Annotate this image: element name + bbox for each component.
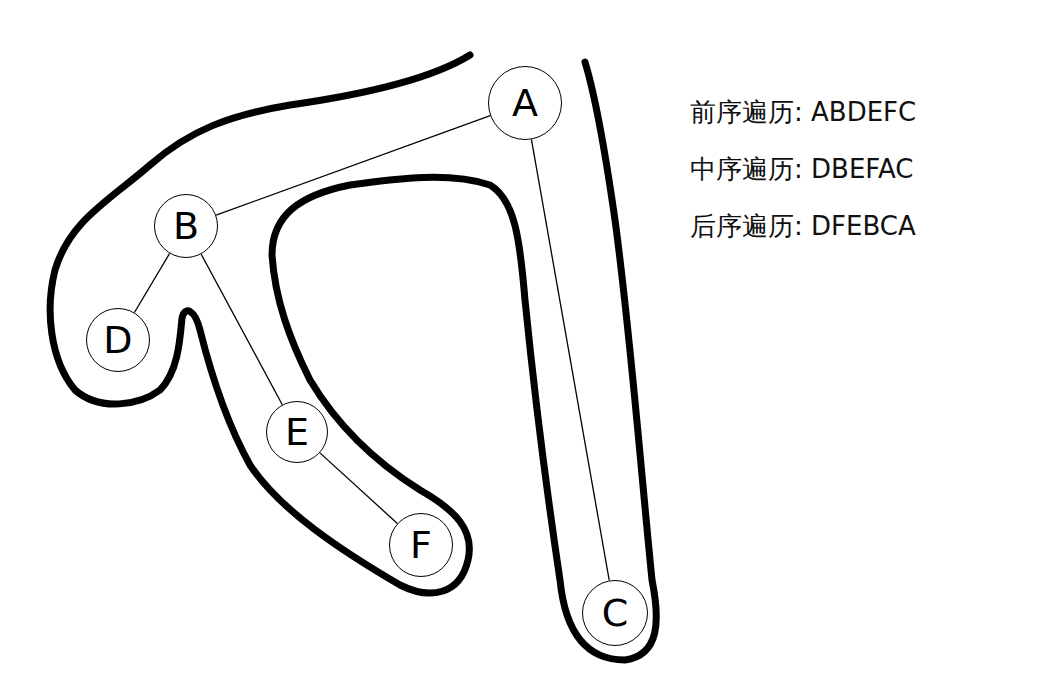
traversal-path [50, 55, 656, 660]
edge-line [134, 253, 169, 312]
edge-line [320, 453, 397, 524]
traversal-order-note: 后序遍历: DFEBCA [690, 209, 916, 244]
tree-node-circle: E [266, 401, 328, 463]
node-letter: A [512, 84, 538, 122]
node-letter: F [410, 526, 432, 564]
node-letter: C [602, 594, 629, 632]
tree-edge [320, 453, 397, 524]
node-letter: D [103, 321, 132, 359]
tree-node-circle: B [154, 194, 218, 258]
tree-node-circle: C [582, 580, 648, 646]
edge-line [201, 254, 282, 405]
tree-node-circle: D [86, 308, 150, 372]
traversal-order-note: 中序遍历: DBEFAC [690, 152, 913, 187]
tree-edge [216, 116, 490, 215]
tree-edge [134, 253, 169, 312]
tree-edge [201, 254, 282, 405]
tree-node-circle: A [488, 66, 562, 140]
tree-edge [531, 139, 609, 580]
edge-line [531, 139, 609, 580]
edge-line [216, 116, 490, 215]
tree-node-circle: F [389, 513, 453, 577]
node-letter: B [173, 207, 199, 245]
traversal-order-note: 前序遍历: ABDEFC [690, 95, 916, 130]
node-letter: E [285, 413, 309, 451]
